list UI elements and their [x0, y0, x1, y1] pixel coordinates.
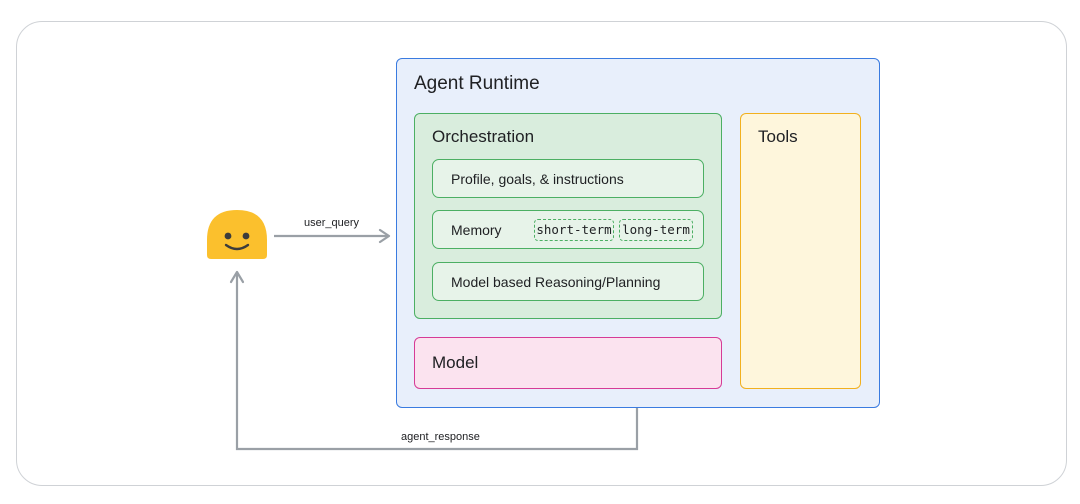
- agent-response-arrow-line: [235, 273, 639, 451]
- profile-goals-label: Profile, goals, & instructions: [451, 171, 624, 187]
- model-box: [414, 337, 722, 389]
- reasoning-planning-box: [432, 262, 704, 301]
- reasoning-planning-label: Model based Reasoning/Planning: [451, 274, 661, 290]
- user-query-label: user_query: [304, 217, 360, 229]
- long-term-memory-tag: long-term: [619, 219, 693, 241]
- profile-goals-box: [432, 159, 704, 198]
- memory-box: [432, 210, 704, 249]
- smiley-face-icon: [207, 210, 267, 259]
- model-label: Model: [432, 353, 479, 372]
- agent-response-arrow-head: [229, 270, 245, 284]
- tools-box: [740, 113, 861, 389]
- short-term-memory-tag: short-term: [534, 219, 614, 241]
- user-query-arrow-head: [378, 228, 391, 244]
- agent-runtime-title: Agent Runtime: [414, 73, 540, 94]
- orchestration-title: Orchestration: [432, 127, 535, 146]
- agent-response-label: agent_response: [401, 431, 480, 443]
- tools-label: Tools: [758, 127, 798, 146]
- memory-label: Memory: [451, 222, 502, 238]
